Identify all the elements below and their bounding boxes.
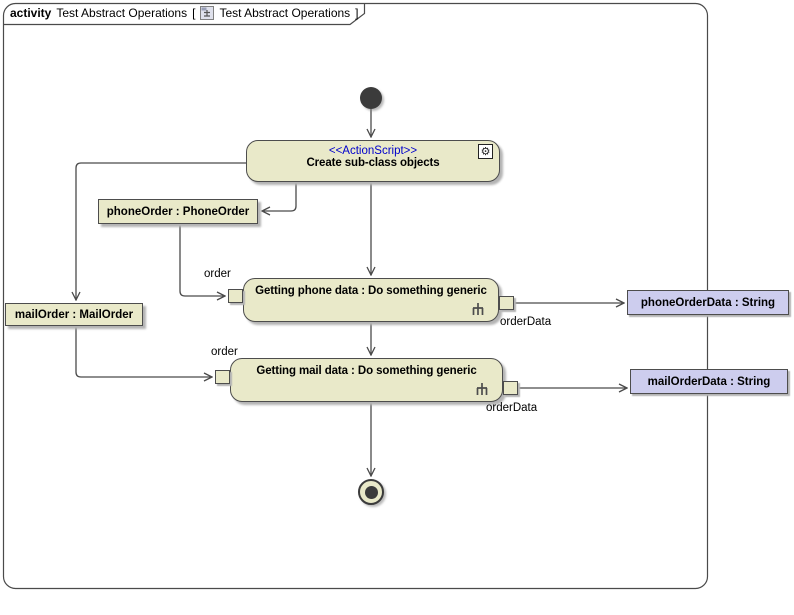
- edge-label-order-mail: order: [211, 346, 238, 358]
- action-name: Create sub-class objects: [306, 157, 440, 169]
- data-node-phoneorderdata[interactable]: phoneOrderData : String: [627, 290, 789, 315]
- data-node-mailorderdata[interactable]: mailOrderData : String: [630, 369, 788, 394]
- edge-create-to-phoneorder[interactable]: [262, 183, 297, 211]
- frame-diagram-ref: Test Abstract Operations: [219, 6, 351, 20]
- edge-mailorder-to-mail-pin[interactable]: [75, 326, 212, 377]
- action-name: Getting phone data : Do something generi…: [255, 285, 487, 297]
- frame-bracket-close: ]: [355, 6, 359, 20]
- activity-final-node[interactable]: [358, 479, 384, 505]
- initial-node[interactable]: [360, 87, 382, 109]
- output-pin-orderdata-mail[interactable]: [503, 381, 518, 395]
- object-node-label: mailOrder : MailOrder: [14, 308, 134, 321]
- activity-diagram-icon: [200, 6, 215, 20]
- frame-title-tab-outline: [3, 3, 366, 26]
- edge-label-orderdata-phone: orderData: [500, 316, 552, 328]
- data-node-label: phoneOrderData : String: [640, 296, 776, 309]
- edge-label-orderdata-mail: orderData: [486, 402, 538, 414]
- frame-diagram-name: Test Abstract Operations: [56, 6, 188, 20]
- action-getting-phone-data[interactable]: Getting phone data : Do something generi…: [243, 278, 499, 322]
- object-node-phoneorder[interactable]: phoneOrder : PhoneOrder: [98, 199, 258, 224]
- input-pin-order-phone[interactable]: [228, 289, 243, 303]
- object-node-mailorder[interactable]: mailOrder : MailOrder: [5, 303, 143, 326]
- edge-label-order-phone: order: [204, 268, 231, 280]
- object-node-label: phoneOrder : PhoneOrder: [106, 205, 250, 218]
- edge-create-to-mailorder[interactable]: [76, 162, 246, 300]
- input-pin-order-mail[interactable]: [215, 370, 230, 384]
- data-node-label: mailOrderData : String: [647, 375, 771, 388]
- rake-icon: [476, 383, 488, 395]
- final-node-dot: [364, 485, 378, 499]
- action-create-subclass-objects[interactable]: <<ActionScript>> Create sub-class object…: [246, 140, 500, 182]
- frame-kind-label: activity: [10, 6, 52, 20]
- action-stereotype: <<ActionScript>>: [328, 145, 418, 157]
- action-getting-mail-data[interactable]: Getting mail data : Do something generic: [230, 358, 503, 402]
- gear-glyph: ⚙: [480, 145, 491, 158]
- edge-phoneorder-to-phone-pin[interactable]: [179, 224, 225, 296]
- output-pin-orderdata-phone[interactable]: [499, 296, 514, 310]
- frame-title: activity Test Abstract Operations [ Test…: [10, 5, 359, 21]
- rake-icon: [472, 303, 484, 315]
- frame-bracket-open: [: [192, 6, 196, 20]
- action-name: Getting mail data : Do something generic: [256, 365, 477, 377]
- behavior-gear-icon: ⚙: [478, 144, 493, 159]
